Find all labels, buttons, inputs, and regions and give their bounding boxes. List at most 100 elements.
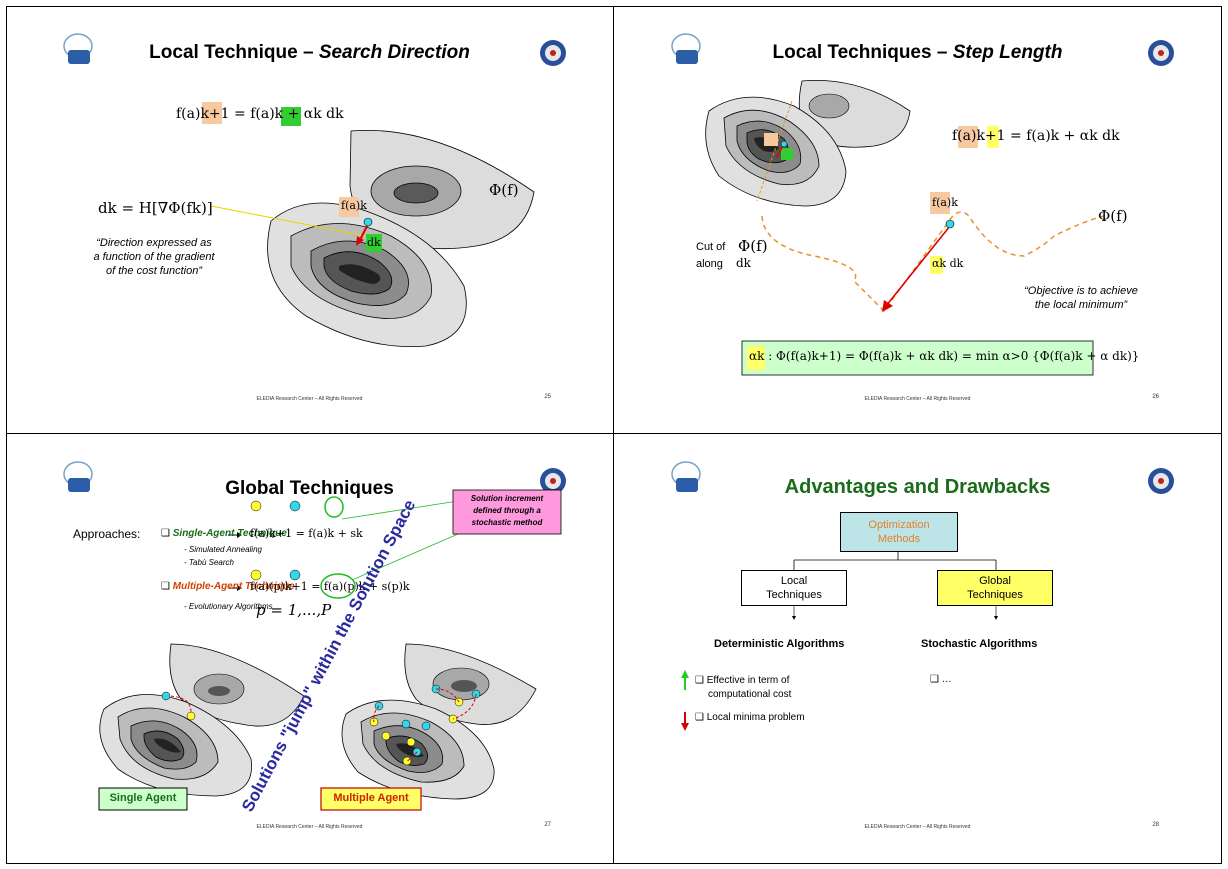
back-contour (808, 93, 850, 119)
slide-26-title: Local Techniques – Step Length (772, 42, 1063, 63)
multiple-agent-label: Multiple Agent (333, 792, 409, 804)
current-point (363, 217, 373, 227)
cut-line (756, 100, 793, 202)
single-technique: ❑ Single-Agent Technique (161, 528, 287, 539)
highlight-point-f (764, 133, 778, 146)
direction-formula: dk = H[∇Φ(fk)] (98, 199, 213, 217)
slide-25-caption: “Direction expressed as a function of th… (93, 237, 215, 277)
single-agent-label: Single Agent (109, 792, 177, 804)
slide-27-graphics (63, 461, 566, 811)
advantage-item: ❑ Effective in term of computational cos… (695, 675, 792, 700)
highlight-f-k (202, 102, 222, 124)
stochastic-label: Stochastic Algorithms (921, 638, 1038, 650)
single-start-point (161, 691, 171, 701)
highlight-step-alpha (930, 256, 943, 274)
multiple-technique: ❑ Multiple-Agent Technique (161, 581, 295, 592)
back-core (393, 182, 439, 204)
note-text: Solution increment defined through a sto… (470, 494, 544, 527)
single-item-2: - Tabù Search (184, 558, 234, 567)
highlight-point-d (781, 148, 793, 160)
slide-27-page-number: 27 (544, 822, 551, 828)
single-agent-box (98, 787, 188, 811)
direction-arrowhead (356, 236, 364, 246)
multiple-item-1: - Evolutionary Algorithms (184, 602, 273, 611)
slide-25: Local Technique – Search Direction f(a)k… (6, 6, 613, 433)
yellow-point-1 (250, 500, 262, 512)
note-connector-1 (341, 500, 459, 520)
highlight-step-point (930, 192, 950, 214)
slide-28-title: Advantages and Drawbacks (784, 476, 1051, 498)
front-minimum (339, 264, 381, 284)
deterministic-label: Deterministic Algorithms (714, 638, 845, 650)
slide-26-page-number: 26 (1152, 394, 1159, 400)
slide-27-title: Global Techniques (225, 478, 394, 499)
s-circle-1 (324, 496, 344, 518)
point-label: f(a)k (341, 199, 367, 212)
slide-26-footer: ELEDIA Research Center – All Rights Rese… (864, 396, 971, 402)
yellow-point-2 (250, 569, 262, 581)
slide-26: Local Techniques – Step Length f(a)k+1 =… (614, 6, 1221, 433)
sheet-frame (6, 6, 1222, 864)
highlight-min-alpha (747, 346, 765, 370)
single-jump-path (165, 695, 192, 713)
slide-25-page-number: 25 (544, 394, 551, 400)
step-current-point (945, 219, 955, 229)
update-formula: f(a)k+1 = f(a)k + αk dk (176, 106, 344, 122)
slide-27-footer: ELEDIA Research Center – All Rights Rese… (256, 824, 363, 830)
slide-28-page-number: 28 (1152, 822, 1159, 828)
cut-phi: Φ(f) (738, 237, 768, 255)
point-label: f(a)k (932, 196, 958, 209)
highlight-point-d (366, 234, 382, 252)
vertical-divider (613, 6, 614, 864)
highlight-d-k (281, 107, 301, 126)
phi-label: Φ(f) (489, 181, 519, 199)
slide-25-footer: ELEDIA Research Center – All Rights Rese… (256, 396, 363, 402)
multiple-agent-box (320, 787, 422, 811)
direction-label: dk (367, 236, 381, 249)
stochastic-item: ❑ … (930, 674, 952, 685)
drawback-item: ❑ Local minima problem (695, 712, 805, 723)
small-current-point (780, 140, 788, 148)
phi-label: Φ(f) (1098, 207, 1128, 225)
approaches-label: Approaches: (73, 527, 141, 541)
highlight-alpha-k (987, 126, 999, 148)
update-formula: f(a)k+1 = f(a)k + αk dk (952, 128, 1120, 144)
checkbox-icon: ❑ (695, 712, 707, 723)
s-circle-2 (320, 573, 356, 599)
step-arrowhead (882, 300, 893, 312)
note-connector-2 (351, 533, 459, 581)
step-arrow (885, 225, 951, 307)
slide-28-graphics (671, 461, 1174, 731)
highlight-point-f (339, 197, 359, 217)
checkbox-icon: ❑ (930, 674, 942, 685)
checkbox-icon: ❑ (161, 528, 173, 539)
connector-line (210, 205, 367, 237)
multiple-formula: f(a)(p)k+1 = f(a)(p)k + s(p)k (250, 580, 410, 593)
slide-26-caption: “Objective is to achieve the local minim… (1024, 285, 1138, 311)
horizontal-divider (6, 433, 1222, 434)
slide-26-graphics (671, 33, 1174, 376)
cut-label-2: along (696, 258, 723, 270)
step-label: αk dk (932, 257, 964, 270)
slide-27: Global Techniques Approaches: ❑ Single-A… (6, 434, 613, 861)
cyan-point-1 (289, 500, 301, 512)
single-formula: f(a)k+1 = f(a)k + sk (250, 527, 363, 540)
cut-d: dk (736, 256, 751, 270)
min-formula-box (741, 340, 1094, 376)
single-next-point (186, 711, 196, 721)
slide-25-title: Local Technique – Search Direction (149, 42, 470, 63)
single-item-1: - Simulated Annealing (184, 545, 262, 554)
slide-28-footer: ELEDIA Research Center – All Rights Rese… (864, 824, 971, 830)
cut-label-1: Cut of (696, 241, 726, 253)
highlight-f-k (958, 126, 978, 148)
min-formula: αk : Φ(f(a)k+1) = Φ(f(a)k + αk dk) = min… (749, 349, 1140, 363)
checkbox-icon: ❑ (695, 675, 707, 686)
multiple-jump-paths (373, 688, 477, 762)
cyan-point-2 (289, 569, 301, 581)
slide-25-graphics (63, 33, 566, 347)
